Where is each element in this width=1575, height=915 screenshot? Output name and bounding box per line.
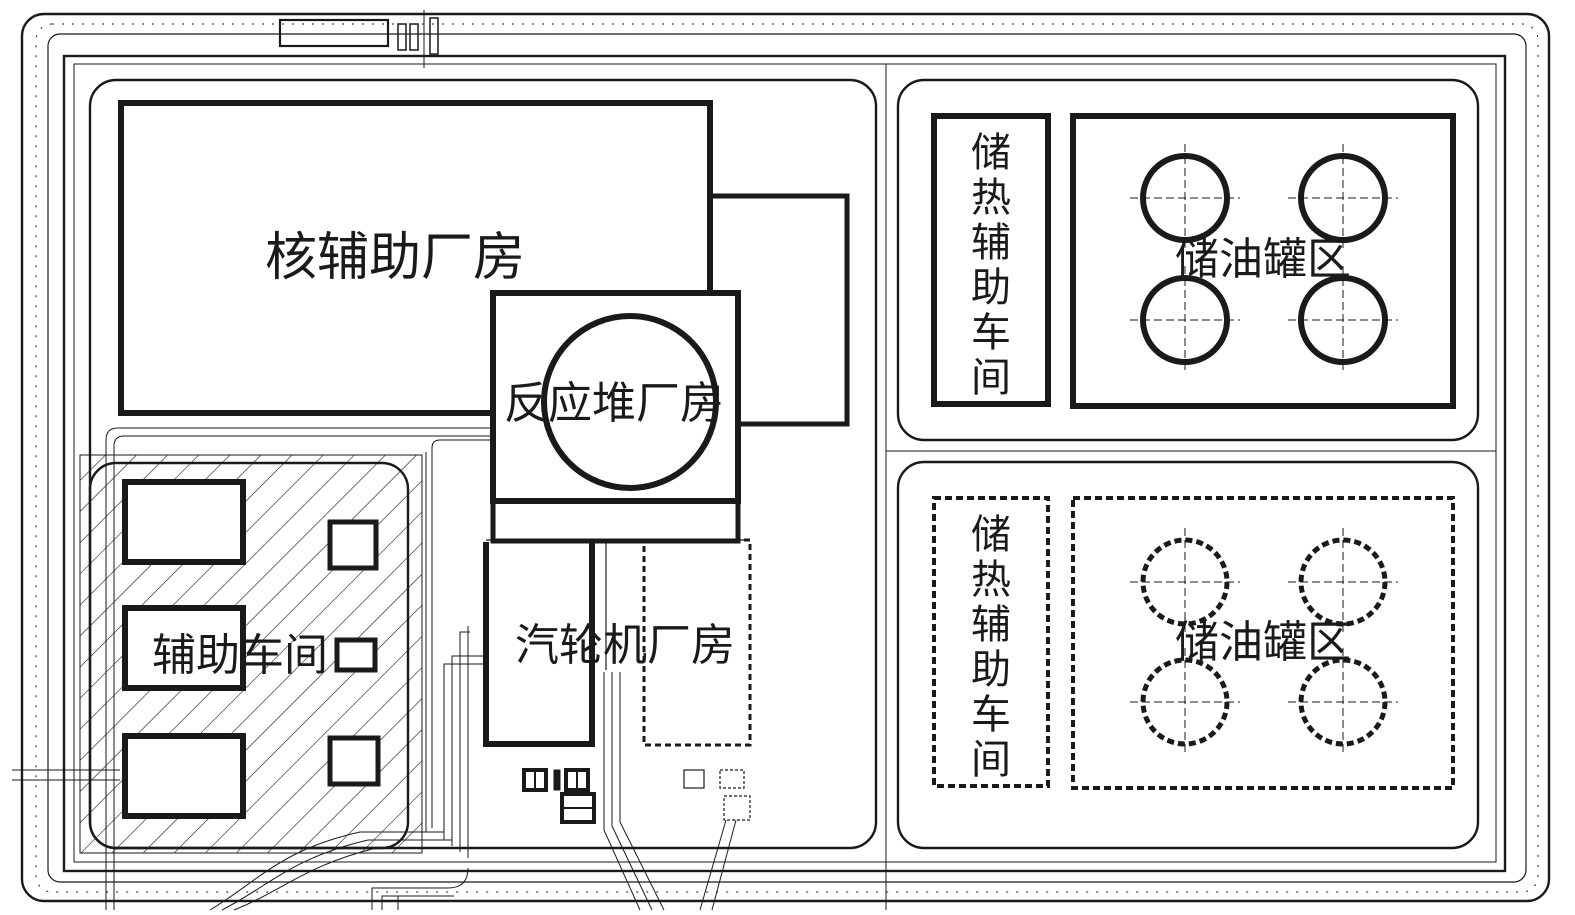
reactor-containment (541, 313, 719, 491)
storage-block-top (896, 78, 1480, 442)
label-turbine-building: 汽轮机厂房 (515, 620, 735, 671)
heat-storage-aux-top-building (931, 113, 1051, 407)
label-aux-workshop: 辅助车间 (152, 630, 328, 681)
oil-tank-area-bottom-boundary (1071, 496, 1455, 790)
site-boundary (20, 10, 1551, 903)
reactor-building (490, 290, 741, 544)
label-heat-storage-aux-bottom: 储 热 辅 助 车 间 (971, 512, 1011, 783)
label-oil-tank-area-bottom: 储油罐区 (1175, 617, 1351, 668)
label-char: 间 (971, 737, 1011, 783)
equipment-symbols (522, 768, 751, 911)
label-char: 助 (971, 647, 1011, 693)
label-char: 储 (971, 130, 1011, 176)
heat-storage-aux-bottom-building (932, 496, 1050, 788)
label-char: 车 (971, 692, 1011, 738)
storage-block-bottom (896, 460, 1480, 850)
oil-tank-area-top-boundary (1070, 113, 1456, 409)
label-char: 辅 (971, 220, 1011, 266)
label-char: 辅 (971, 602, 1011, 648)
label-oil-tank-area-top: 储油罐区 (1175, 234, 1351, 285)
label-char: 车 (971, 310, 1011, 356)
label-char: 热 (971, 175, 1011, 221)
label-char: 热 (971, 557, 1011, 603)
turbine-building (483, 538, 752, 747)
label-char: 间 (971, 355, 1011, 401)
pipe-corridor (12, 427, 665, 911)
aux-workshop-area (79, 454, 423, 854)
label-nuclear-aux-building: 核辅助厂房 (265, 228, 525, 288)
label-char: 储 (971, 512, 1011, 558)
grid-lines (885, 64, 1496, 910)
label-heat-storage-aux-top: 储 热 辅 助 车 间 (971, 130, 1011, 401)
label-reactor-building: 反应堆厂房 (504, 378, 724, 429)
label-char: 助 (971, 265, 1011, 311)
